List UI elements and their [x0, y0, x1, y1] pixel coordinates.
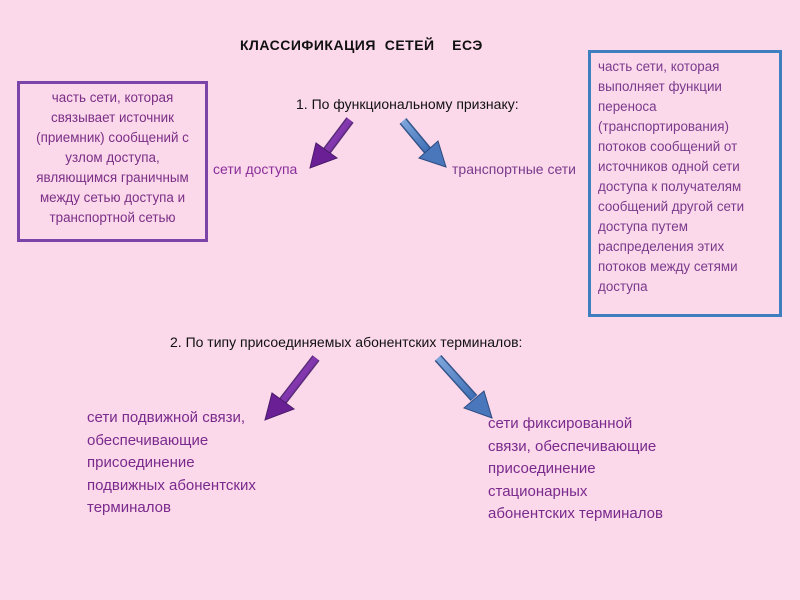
access-network-definition-box: часть сети, которая связывает источник (…	[17, 81, 208, 242]
transport-networks-label: транспортные сети	[452, 161, 576, 177]
transport-network-definition-box: часть сети, которая выполняет функции пе…	[588, 50, 782, 317]
arrow-to-mobile-networks	[264, 355, 320, 421]
criterion-functional: 1. По функциональному признаку:	[296, 96, 519, 112]
diagram-title: КЛАССИФИКАЦИЯ СЕТЕЙ ЕСЭ	[240, 37, 483, 53]
access-networks-label: сети доступа	[213, 161, 298, 177]
criterion-terminal-type: 2. По типу присоединяемых абонентских те…	[170, 334, 523, 350]
arrow-to-transport-networks	[399, 118, 447, 168]
arrow-to-access-networks	[309, 117, 354, 169]
mobile-networks-text: сети подвижной связи, обеспечивающие при…	[87, 409, 256, 516]
arrow-to-fixed-networks	[434, 354, 493, 419]
fixed-networks-text: сети фиксированной связи, обеспечивающие…	[488, 415, 663, 522]
